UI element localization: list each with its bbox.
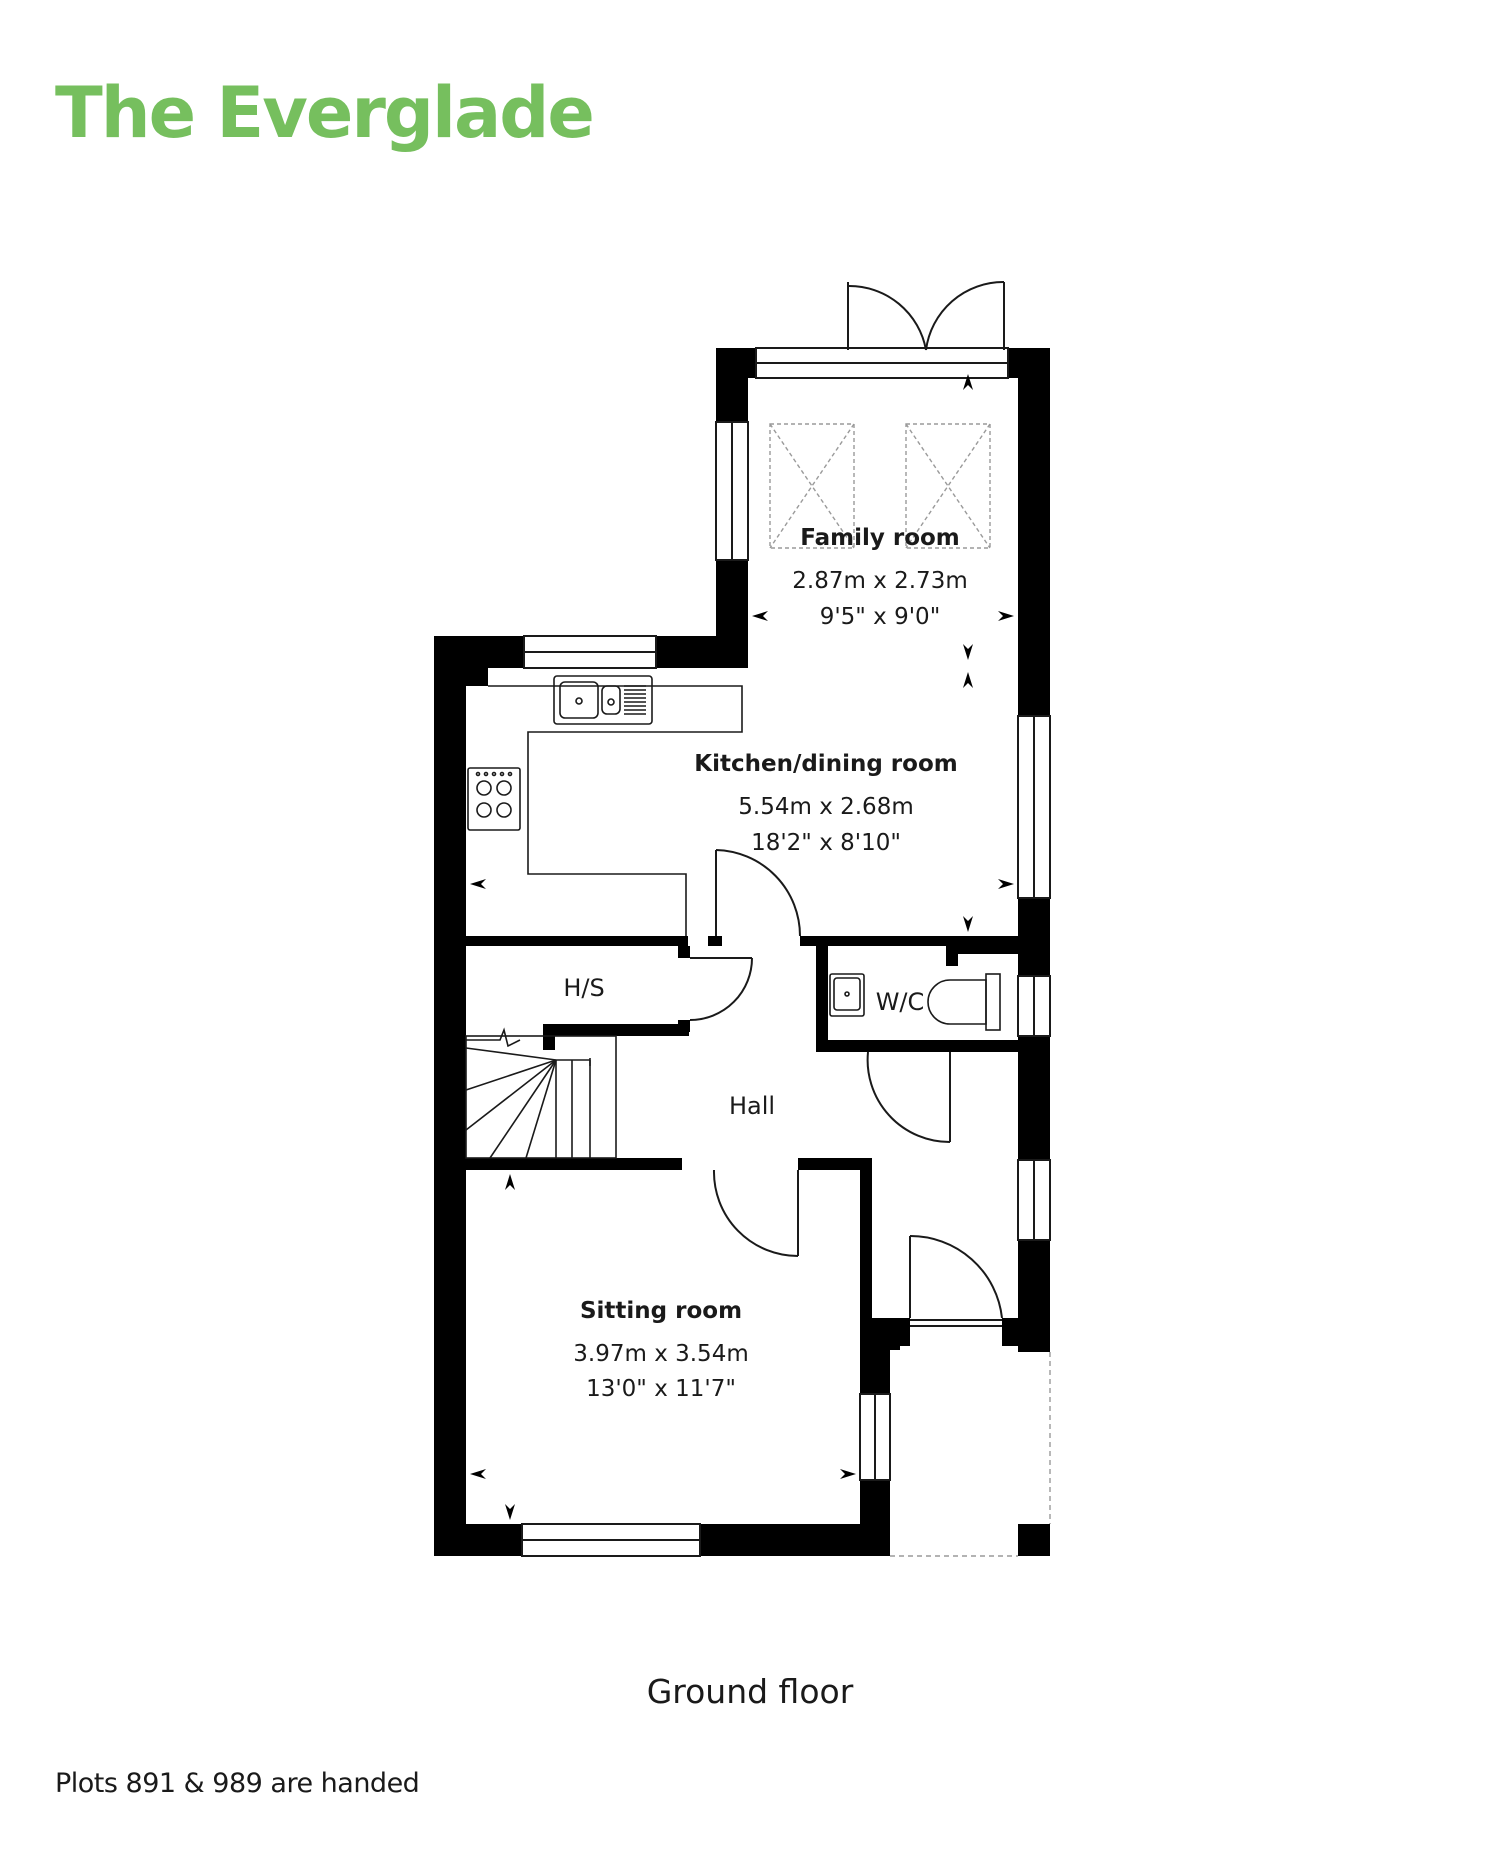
plots-note: Plots 891 & 989 are handed — [55, 1768, 420, 1799]
room-kitchen: Kitchen/dining room 5.54m x 2.68m 18'2" … — [694, 751, 957, 856]
room-metric: 5.54m x 2.68m — [738, 794, 913, 820]
doors — [689, 280, 1005, 1327]
walls — [434, 348, 1050, 1556]
skylights — [769, 423, 991, 549]
floor-label: Ground floor — [646, 1672, 854, 1711]
room-wc-label: W/C — [876, 988, 925, 1016]
room-sitting: Sitting room 3.97m x 3.54m 13'0" x 11'7" — [573, 1298, 748, 1402]
room-imperial: 18'2" x 8'10" — [751, 830, 901, 856]
porch-outline — [890, 1352, 1051, 1557]
fittings — [465, 675, 1001, 1159]
room-hs-label: H/S — [563, 974, 604, 1002]
windows — [521, 347, 1051, 1557]
room-metric: 2.87m x 2.73m — [792, 568, 967, 594]
room-imperial: 13'0" x 11'7" — [586, 1376, 736, 1402]
room-name: Sitting room — [580, 1298, 742, 1324]
room-imperial: 9'5" x 9'0" — [820, 604, 941, 630]
room-metric: 3.97m x 3.54m — [573, 1341, 748, 1367]
room-family: Family room 2.87m x 2.73m 9'5" x 9'0" — [792, 525, 967, 630]
room-hall-label: Hall — [729, 1092, 775, 1120]
room-name: Family room — [800, 525, 960, 551]
room-name: Kitchen/dining room — [694, 751, 957, 777]
dimension-arrows — [470, 374, 1014, 1520]
plan-title: The Everglade — [55, 72, 595, 154]
